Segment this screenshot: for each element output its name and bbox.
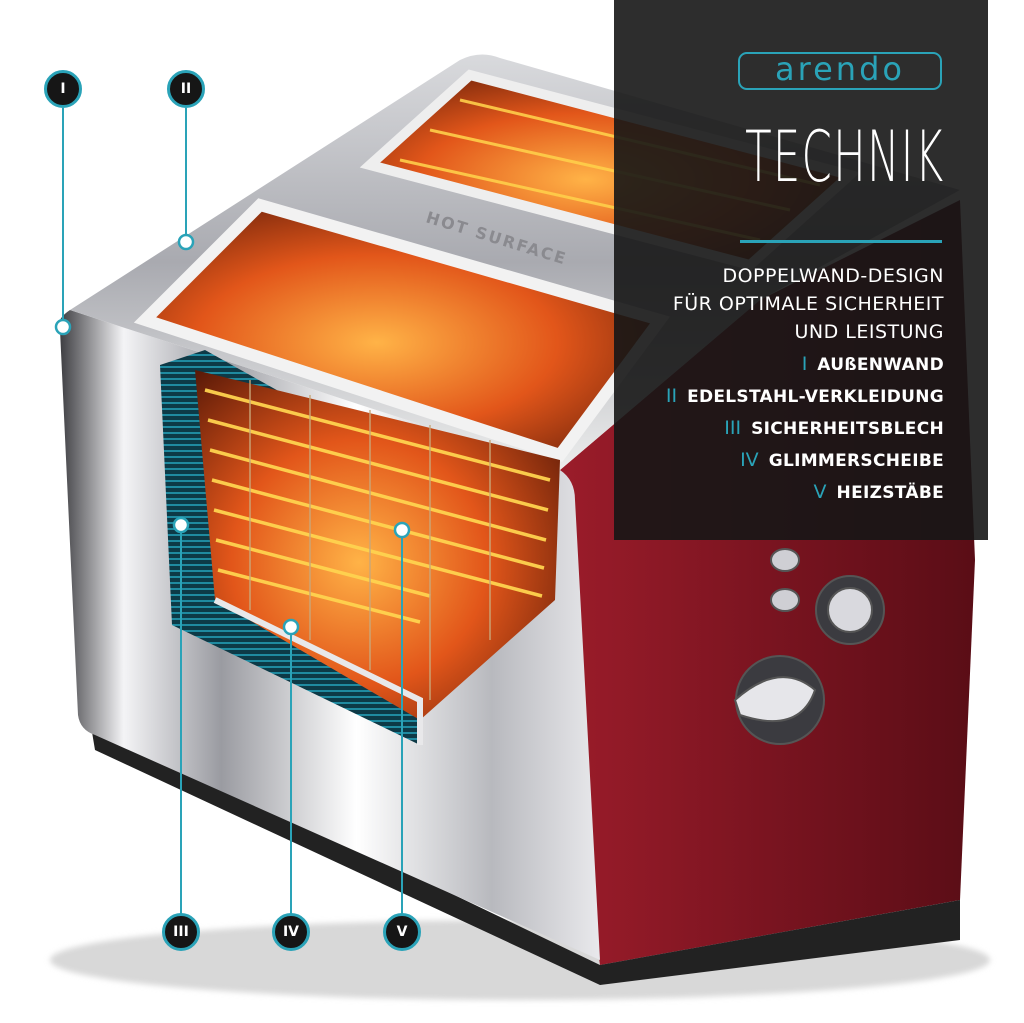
brand-logo: arendo <box>738 52 942 90</box>
tagline-line-3: UND LEISTUNG <box>794 321 944 343</box>
mica-frame <box>249 380 491 700</box>
callout-marker-3: III <box>162 913 200 951</box>
legend-label: GLIMMERSCHEIBE <box>768 451 944 471</box>
legend-label: HEIZSTÄBE <box>836 483 944 503</box>
legend-item-1: I AUßENWAND <box>666 348 944 380</box>
legend-label: SICHERHEITSBLECH <box>751 419 944 439</box>
legend-label: AUßENWAND <box>817 355 944 375</box>
toaster-base <box>90 720 960 985</box>
section-title: TECHNIK <box>744 116 944 198</box>
legend-item-3: III SICHERHEITSBLECH <box>666 412 944 444</box>
legend-item-2: II EDELSTAHL-VERKLEIDUNG <box>666 380 944 412</box>
title-divider <box>740 240 942 243</box>
callout-marker-2: II <box>167 70 205 108</box>
heating-rods <box>204 388 551 624</box>
legend-number: V <box>813 481 827 503</box>
callout-marker-5: V <box>383 913 421 951</box>
cutaway-edge <box>213 597 423 745</box>
legend-list: I AUßENWAND II EDELSTAHL-VERKLEIDUNG III SI… <box>666 348 944 508</box>
tagline: DOPPELWAND-DESIGN FÜR OPTIMALE SICHERHEI… <box>673 262 944 346</box>
legend-number: IV <box>740 449 759 471</box>
legend-number: I <box>801 353 808 375</box>
tagline-line-2: FÜR OPTIMALE SICHERHEIT <box>672 293 944 315</box>
callout-lines <box>62 108 403 915</box>
legend-number: III <box>724 417 742 439</box>
callout-anchors <box>54 233 411 636</box>
info-panel: arendo TECHNIK DOPPELWAND-DESIGN FÜR OPT… <box>614 0 988 540</box>
callout-marker-4: IV <box>272 913 310 951</box>
callout-marker-1: I <box>44 70 82 108</box>
legend-label: EDELSTAHL-VERKLEIDUNG <box>687 387 944 407</box>
tagline-line-1: DOPPELWAND-DESIGN <box>722 265 944 287</box>
legend-number: II <box>665 385 678 407</box>
legend-item-5: V HEIZSTÄBE <box>666 476 944 508</box>
legend-item-4: IV GLIMMERSCHEIBE <box>666 444 944 476</box>
control-panel <box>733 548 885 745</box>
